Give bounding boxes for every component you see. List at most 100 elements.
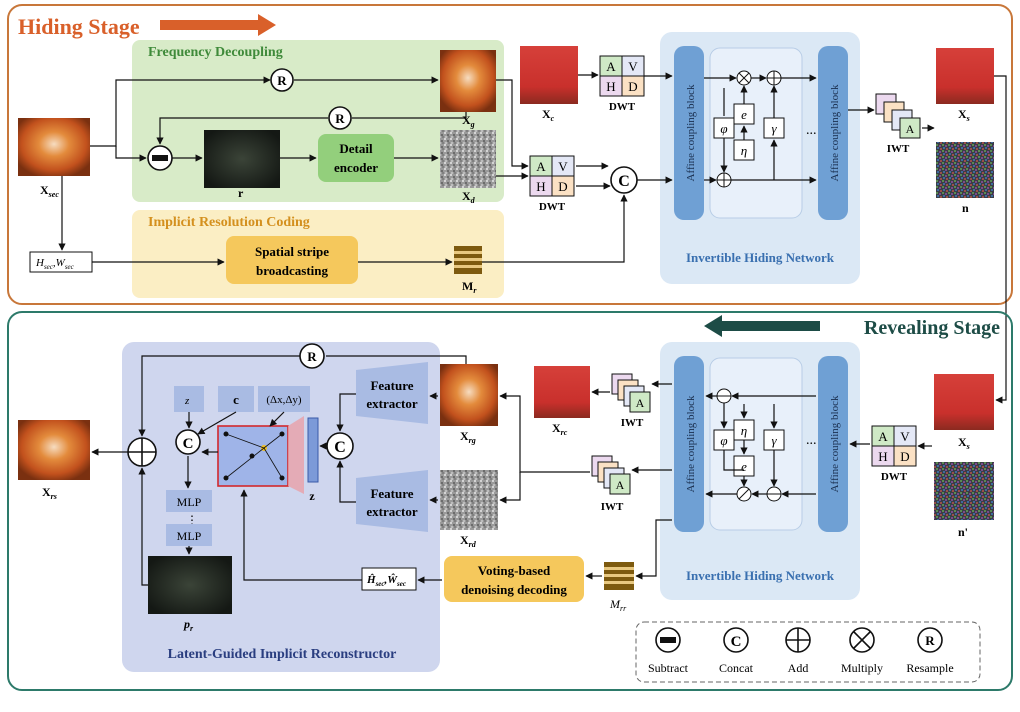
affine-label-right-reveal: Affine coupling block (829, 395, 841, 492)
svg-text:D: D (558, 179, 567, 194)
subtract-node (147, 145, 173, 171)
network-label-reveal: Invertible Hiding Network (686, 568, 835, 583)
hiding-stage-border (7, 4, 1013, 305)
legend: Subtract C Concat Add Multiply R Resampl… (635, 621, 981, 683)
x-s-label-hiding: Xs (958, 107, 970, 123)
feature-extractor-bottom (356, 470, 428, 532)
resample-node-mid: R (328, 106, 352, 130)
exp-box-hiding: e (733, 103, 755, 125)
mlp-label-1: MLP (177, 495, 202, 509)
x-rs-image (18, 420, 90, 480)
x-rd-image (440, 470, 498, 530)
subtract-node-reveal-top (716, 388, 732, 404)
revealing-stage: Revealing Stage Latent-Guided Implicit R… (7, 311, 1013, 691)
dwt-label-upper: DWT (609, 101, 636, 113)
dwt-label-reveal: DWT (881, 471, 908, 483)
dwt-grid-lower: A V H D (529, 155, 575, 197)
hiding-stage-arrow (160, 14, 276, 36)
z-t-box (174, 386, 204, 412)
iwt-stack-hiding: A (875, 93, 921, 139)
svg-text:η: η (741, 143, 747, 158)
svg-text:D: D (628, 79, 637, 94)
svg-text:A: A (616, 478, 625, 492)
x-rg-image (440, 364, 498, 426)
multiply-node-hiding (736, 70, 752, 86)
eta-box-hiding: η (733, 139, 755, 161)
hhat-what-label: Ĥsec,Ŵsec (366, 573, 406, 588)
affine-block-right-reveal (818, 356, 848, 532)
network-label-hiding: Invertible Hiding Network (686, 250, 835, 265)
x-c-image (520, 46, 578, 104)
svg-text:A: A (636, 396, 645, 410)
affine-label-right-hiding: Affine coupling block (829, 84, 841, 181)
svg-text:H: H (878, 449, 887, 464)
add-node-hiding-top (766, 70, 782, 86)
x-d-image (440, 130, 496, 188)
coupling-inner-reveal (709, 357, 803, 531)
svg-text:V: V (900, 429, 910, 444)
svg-text:H: H (536, 179, 545, 194)
svg-text:φ: φ (720, 433, 727, 448)
z-label: z (309, 489, 315, 503)
concat-node-reveal-outer: C (326, 432, 354, 460)
svg-text:R: R (335, 111, 345, 126)
iwt-label-hiding: IWT (887, 143, 910, 155)
eta-box-reveal: η (733, 419, 755, 441)
svg-text:A: A (536, 159, 546, 174)
mlp-label-2: MLP (177, 529, 202, 543)
dwt-grid-reveal: A V H D (871, 425, 917, 467)
svg-text:R: R (307, 349, 317, 364)
hiding-stage: Hiding Stage Frequency Decoupling Implic… (7, 4, 1013, 404)
revealing-stage-title: Revealing Stage (864, 317, 1000, 339)
x-s-label-reveal: Xs (958, 435, 970, 451)
reconstructor-label: Latent-Guided Implicit Reconstructor (168, 647, 397, 662)
c-label: c (233, 392, 239, 407)
svg-text:R: R (277, 73, 287, 88)
n-label: n (962, 201, 969, 215)
delta-box (258, 386, 310, 412)
concat-node-reveal-inner: C (175, 429, 201, 455)
revealing-stage-border (7, 311, 1013, 691)
resample-node-reveal: R (299, 343, 325, 369)
mlp-ellipsis: ⋮ (186, 513, 198, 527)
legend-concat-icon (723, 627, 749, 653)
affine-label-left-reveal: Affine coupling block (685, 395, 697, 492)
iwt-stack-reveal-top: A (611, 373, 651, 413)
subtract-node-reveal-bottom (766, 486, 782, 502)
revealing-connections (91, 355, 932, 586)
svg-text:e: e (741, 107, 747, 122)
gamma-box-hiding: γ (763, 117, 785, 139)
latent-grid (217, 416, 304, 494)
legend-resample-label: Resample (906, 661, 953, 675)
hiding-connections (58, 71, 1007, 404)
svg-text:H: H (606, 79, 615, 94)
svg-text:V: V (558, 159, 568, 174)
mlp-box-2 (166, 524, 212, 546)
svg-text:A: A (906, 122, 915, 136)
feature-extractor-top-label-1: Feature (370, 378, 413, 393)
x-rd-label: Xrd (460, 533, 477, 549)
affine-block-left-reveal (674, 356, 704, 532)
gamma-box-reveal: γ (763, 429, 785, 451)
m-rr-label: Mrr (609, 597, 627, 613)
detail-encoder-box (318, 134, 394, 182)
x-sec-image (18, 118, 90, 176)
implicit-resolution-title: Implicit Resolution Coding (148, 215, 310, 230)
add-node-reveal (127, 437, 157, 467)
feature-extractor-bottom-label-2: extractor (366, 504, 417, 519)
resample-node-top: R (270, 68, 294, 92)
frequency-decoupling-title: Frequency Decoupling (148, 45, 283, 60)
iwt-stack-reveal-bottom: A (591, 455, 631, 495)
x-c-label: Xc (542, 107, 555, 123)
x-rg-label: Xrg (460, 429, 476, 445)
svg-text:A: A (878, 429, 888, 444)
n-prime-label: n' (958, 525, 968, 539)
affine-label-left-hiding: Affine coupling block (685, 84, 697, 181)
m-r-stripes (454, 246, 482, 274)
svg-text:e: e (741, 459, 747, 474)
svg-text:C: C (731, 634, 742, 650)
spatial-stripe-label-1: Spatial stripe (255, 244, 329, 259)
x-s-image-reveal (934, 374, 994, 430)
x-rs-label: Xrs (42, 485, 57, 501)
p-r-label: pr (183, 617, 194, 633)
